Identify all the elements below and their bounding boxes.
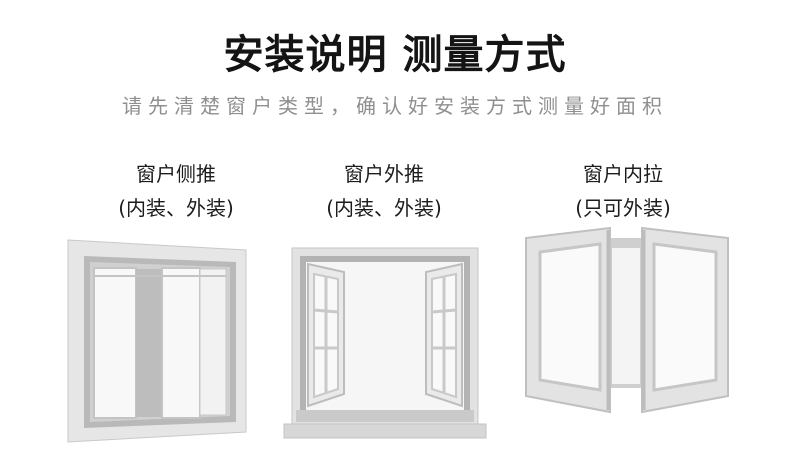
window-type-sliding: 窗户侧推 (内装、外装): [61, 157, 291, 225]
window-type-inward: 窗户内拉 (只可外装): [508, 157, 738, 225]
window-type-outward: 窗户外推 (内装、外装): [269, 157, 499, 225]
install-note: (内装、外装): [118, 196, 234, 220]
install-note: (内装、外装): [326, 196, 442, 220]
window-type-name: 窗户外推: [344, 162, 424, 186]
window-type-name: 窗户侧推: [136, 162, 216, 186]
window-type-name: 窗户内拉: [583, 162, 663, 186]
page-title: 安装说明 测量方式: [223, 32, 567, 78]
inward-casement-window-icon: [525, 226, 729, 414]
install-note: (只可外装): [575, 196, 671, 220]
outward-casement-window-icon: [283, 247, 487, 439]
page-subtitle: 请先清楚窗户类型，确认好安装方式测量好面积: [122, 94, 668, 118]
side-sliding-window-icon: [67, 239, 247, 443]
